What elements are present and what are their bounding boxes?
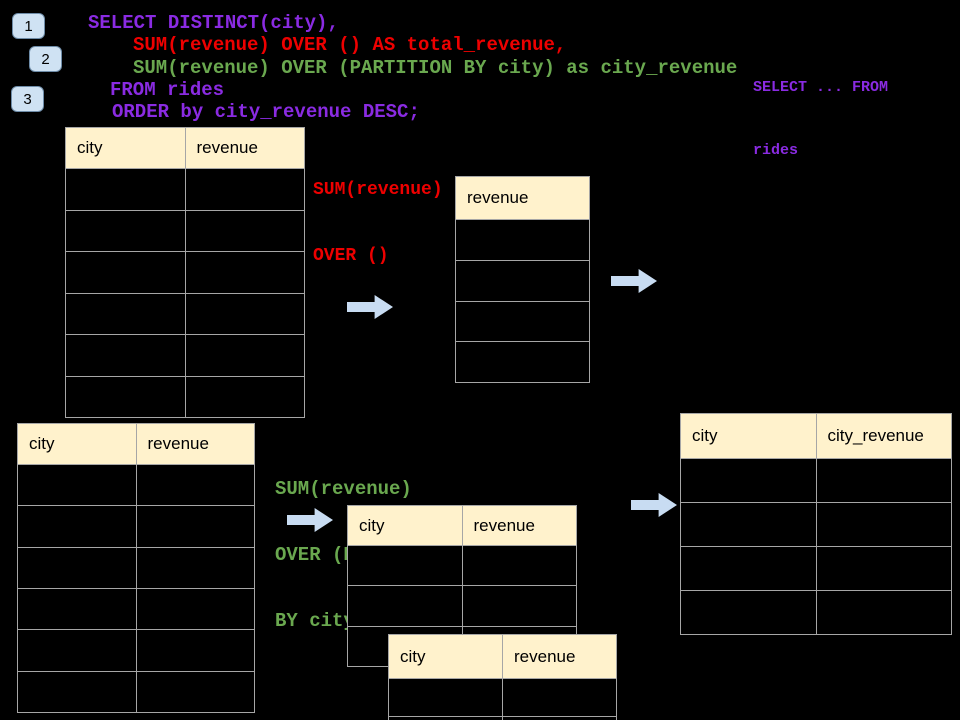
label-partition-line-1: SUM(revenue): [275, 478, 412, 500]
table-source-top-header: city revenue: [66, 128, 304, 168]
flow-arrow-icon: [611, 269, 657, 293]
step-badge-1: 1: [12, 13, 45, 39]
table-row: [456, 219, 589, 260]
label-total-revenue-line-1: SUM(revenue): [313, 180, 443, 200]
table-result-city-revenue: city city_revenue: [680, 413, 952, 635]
table-row: [456, 341, 589, 382]
side-snippet: SELECT ... FROM rides: [753, 35, 888, 203]
side-snippet-line-1: SELECT ... FROM: [753, 79, 889, 96]
column-header-city: city: [359, 515, 385, 535]
table-row: [18, 464, 254, 506]
table-row: [66, 334, 304, 376]
table-total-revenue-header: revenue: [456, 177, 589, 219]
table-row: [681, 502, 951, 546]
table-source-bottom-header: city revenue: [18, 424, 254, 464]
sql-line-order: ORDER by city_revenue DESC;: [112, 101, 420, 123]
column-header-city: city: [29, 434, 55, 453]
table-source-top: city revenue: [65, 127, 305, 418]
column-header-city-revenue: city_revenue: [815, 414, 952, 458]
table-row: [389, 678, 616, 716]
table-row: [18, 629, 254, 671]
table-source-bottom: city revenue: [17, 423, 255, 713]
step-badge-3: 3: [11, 86, 44, 112]
column-header-revenue: revenue: [135, 424, 255, 464]
table-row: [348, 585, 576, 626]
table-row: [18, 546, 254, 588]
flow-arrow-icon: [631, 493, 677, 517]
table-row: [66, 251, 304, 293]
step-badge-3-label: 3: [23, 90, 32, 108]
table-partition-b-header: city revenue: [389, 635, 616, 678]
table-row: [456, 259, 589, 301]
column-header-city: city: [77, 138, 103, 157]
sql-line-sum-partition: SUM(revenue) OVER (PARTITION BY city) as…: [133, 57, 738, 79]
column-header-revenue: revenue: [461, 506, 577, 545]
sql-line-from: FROM rides: [110, 79, 225, 101]
table-total-revenue: revenue: [455, 176, 590, 383]
table-row: [66, 375, 304, 417]
step-badge-2: 2: [29, 46, 62, 72]
step-badge-2-label: 2: [41, 50, 50, 68]
side-snippet-line-2: rides: [753, 142, 799, 159]
table-row: [66, 168, 304, 210]
column-header-revenue: revenue: [184, 128, 305, 168]
step-badge-1-label: 1: [24, 17, 33, 35]
table-partition-a-header: city revenue: [348, 506, 576, 545]
table-result-header: city city_revenue: [681, 414, 951, 458]
table-row: [681, 458, 951, 502]
sql-line-select: SELECT DISTINCT(city),: [88, 12, 339, 34]
table-row: [348, 545, 576, 586]
label-total-revenue-line-2: OVER (): [313, 246, 389, 266]
column-header-city: city: [400, 646, 426, 666]
table-row: [66, 292, 304, 334]
table-row: [681, 590, 951, 634]
table-row: [456, 300, 589, 342]
label-total-revenue: SUM(revenue) OVER (): [313, 135, 443, 311]
table-row: [18, 670, 254, 712]
column-header-revenue: revenue: [467, 188, 529, 207]
table-row: [18, 587, 254, 630]
table-row: [66, 209, 304, 251]
table-row: [681, 546, 951, 590]
column-header-city: city: [692, 426, 718, 445]
sql-line-sum-over: SUM(revenue) OVER () AS total_revenue,: [133, 34, 567, 56]
table-partition-b: city revenue: [388, 634, 617, 720]
column-header-revenue: revenue: [502, 635, 616, 678]
table-row: [389, 715, 616, 720]
table-row: [18, 505, 254, 547]
